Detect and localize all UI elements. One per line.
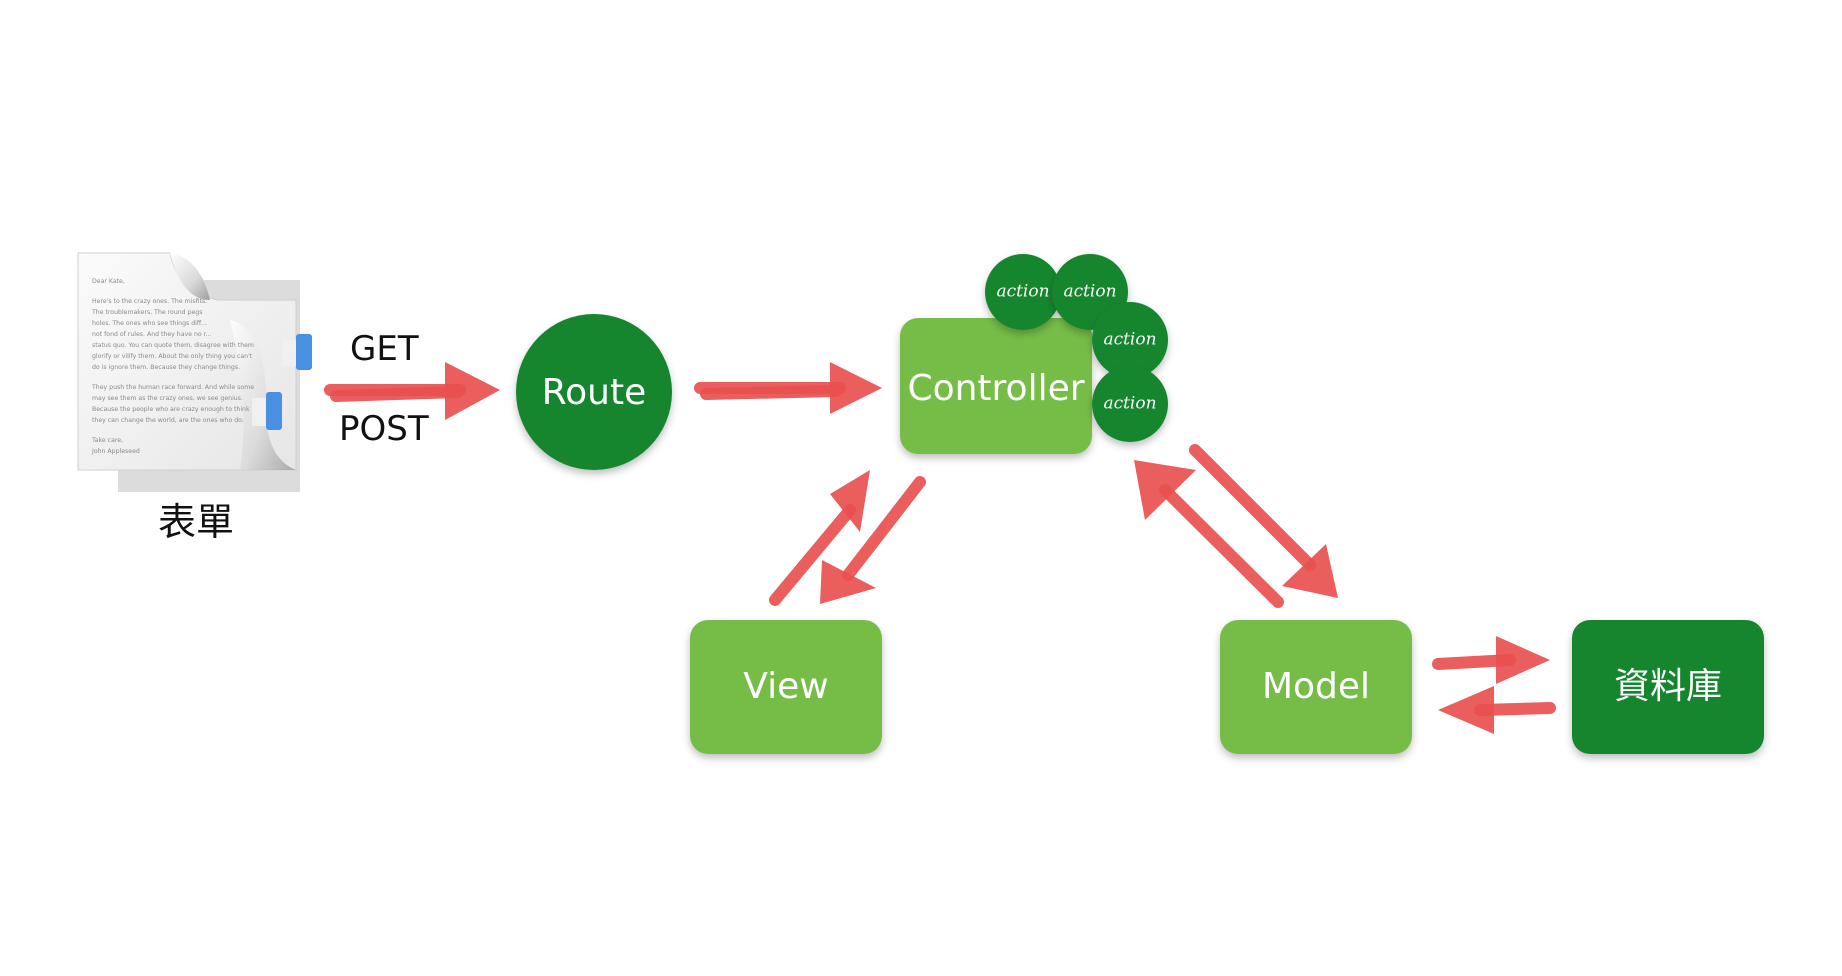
action-label-2: action [1063,282,1116,302]
view-label: View [743,666,828,707]
controller-label: Controller [907,368,1084,409]
arrow-model-to-database [1432,636,1550,684]
arrow-controller-to-model [1189,444,1338,598]
arrow-controller-to-view [820,476,926,604]
view-node: View [690,620,882,754]
database-label: 資料庫 [1614,666,1722,707]
model-label: Model [1262,666,1370,707]
document-text-line: may see them as the crazy ones, we see g… [92,395,243,402]
action-label-3: action [1103,330,1156,350]
model-box [1220,620,1412,754]
arrow-database-to-model [1438,686,1556,734]
document-text-line: Here's to the crazy ones. The misfits. [92,298,207,305]
document-caption: 表單 [158,500,234,544]
document-text-line: they can change the world, are the ones … [92,417,244,424]
document-text-line: do is ignore them. Because they change t… [92,364,240,371]
document-tab-clip-2 [252,398,266,426]
document-curl-bottom [230,320,296,470]
document-tab-blue-2 [266,392,282,430]
get-label: GET [350,329,419,369]
document-text-line: holes. The ones who see things diff... [92,320,207,327]
action-badge-1 [985,254,1061,330]
view-box [690,620,882,754]
document-text-line: Dear Kate, [92,278,125,285]
controller-node: Controller [900,318,1092,454]
document-text-line: not fond of rules. And they have no r... [92,331,212,338]
document-text-line: John Appleseed [91,448,140,455]
arrow-route-to-controller [694,362,882,414]
database-box [1572,620,1764,754]
document-tab-blue [296,334,312,370]
arrow-model-to-controller [1134,460,1284,608]
arrow-form-to-route [324,362,500,420]
document-tab-clip [282,340,296,366]
action-badge-3 [1092,302,1168,378]
controller-box [900,318,1092,454]
database-node: 資料庫 [1572,620,1764,754]
document-text-line: Take care, [91,437,123,444]
arrow-view-to-controller [769,470,870,606]
document-text-line: They push the human race forward. And wh… [91,384,254,391]
action-label-1: action [996,282,1049,302]
action-badges: action action action action [985,254,1168,442]
post-label: POST [339,409,429,449]
action-label-4: action [1103,394,1156,414]
document-text-line: status quo. You can quote them, disagree… [92,342,254,349]
model-node: Model [1220,620,1412,754]
document-text-line: The troublemakers. The round pegs [91,309,202,316]
document-text-line: glorify or vilify them. About the only t… [92,353,253,360]
route-node: Route [516,314,672,470]
document-text-line: Because the people who are crazy enough … [92,406,250,413]
action-badge-4 [1092,366,1168,442]
document-icon: Dear Kate, Here's to the crazy ones. The … [77,252,312,492]
route-circle [516,314,672,470]
document-text: Dear Kate, Here's to the crazy ones. The … [91,278,254,455]
document-curl-top [170,253,210,300]
route-label: Route [542,372,647,413]
